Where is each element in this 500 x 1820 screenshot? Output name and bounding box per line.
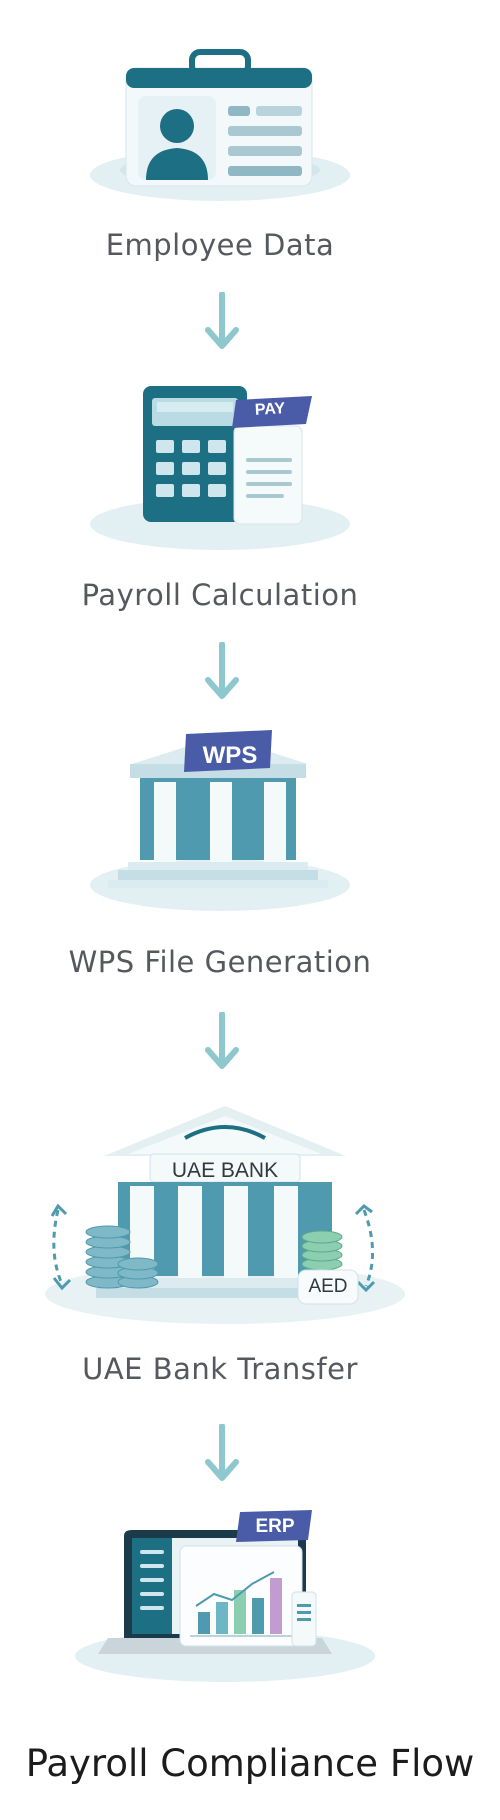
aed-currency-tag: AED bbox=[308, 1276, 348, 1297]
payroll-calculator-illustration bbox=[90, 386, 350, 550]
wps-building-illustration bbox=[90, 730, 350, 911]
down-arrow-icon bbox=[205, 642, 239, 699]
down-arrow-icon bbox=[205, 1424, 239, 1481]
erp-badge: ERP bbox=[255, 1516, 295, 1537]
step-label-wps-file-generation: WPS File Generation bbox=[68, 945, 372, 979]
down-arrow-icon bbox=[205, 292, 239, 349]
step-label-uae-bank-transfer: UAE Bank Transfer bbox=[82, 1352, 358, 1386]
down-arrow-icon bbox=[205, 1012, 239, 1069]
page-title: Payroll Compliance Flow bbox=[25, 1742, 475, 1785]
uae-bank-sign: UAE BANK bbox=[171, 1159, 279, 1182]
pay-badge: PAY bbox=[254, 400, 286, 419]
step-label-payroll-calculation: Payroll Calculation bbox=[81, 578, 359, 612]
employee-data-illustration bbox=[90, 49, 350, 201]
erp-laptop-illustration bbox=[75, 1510, 375, 1682]
wps-badge: WPS bbox=[202, 742, 258, 769]
step-label-employee-data: Employee Data bbox=[105, 228, 335, 262]
uae-bank-illustration bbox=[45, 1106, 405, 1324]
